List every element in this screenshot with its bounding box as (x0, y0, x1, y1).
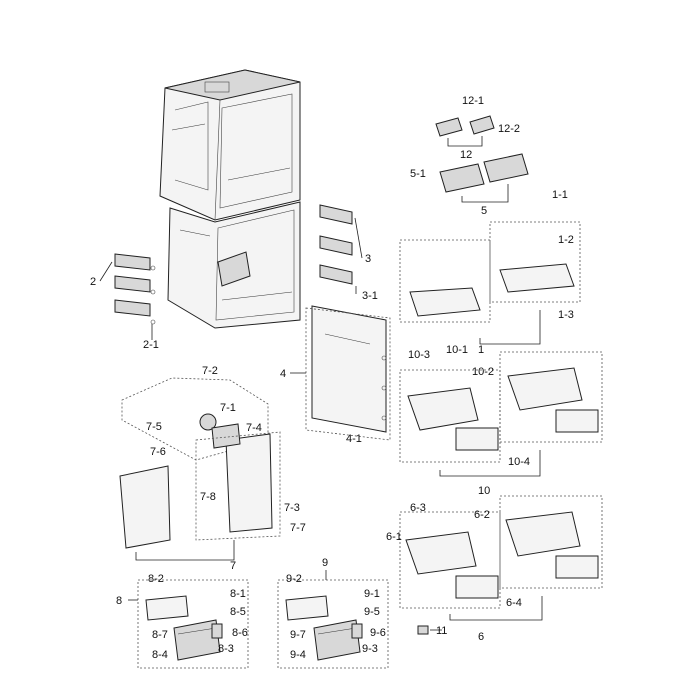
callout-2-1: 2-1 (143, 339, 159, 351)
callout-7-3: 7-3 (284, 502, 300, 514)
part-11 (417, 625, 442, 635)
callout-10-4: 10-4 (508, 456, 530, 468)
assembly-7 (119, 377, 281, 561)
callout-4: 4 (280, 368, 286, 380)
callout-7-2: 7-2 (202, 365, 218, 377)
rail-set-3 (319, 204, 363, 294)
callout-8: 8 (116, 595, 122, 607)
rail-set-2 (99, 253, 156, 340)
callout-9-7: 9-7 (290, 629, 306, 641)
callout-12-2: 12-2 (498, 123, 520, 135)
callout-7-6: 7-6 (150, 446, 166, 458)
callout-6-1: 6-1 (386, 531, 402, 543)
callout-1: 1 (478, 344, 484, 356)
callout-9-1: 9-1 (364, 588, 380, 600)
callout-7-1: 7-1 (220, 402, 236, 414)
callout-6-4: 6-4 (506, 597, 522, 609)
drawer-group-6 (399, 495, 603, 621)
callout-5: 5 (481, 205, 487, 217)
callout-8-2: 8-2 (148, 573, 164, 585)
callout-9-5: 9-5 (364, 606, 380, 618)
callout-1-2: 1-2 (558, 234, 574, 246)
callout-8-7: 8-7 (152, 629, 168, 641)
callout-8-3: 8-3 (218, 643, 234, 655)
shelf-group-12-5 (435, 115, 529, 203)
callout-12-1: 12-1 (462, 95, 484, 107)
box-9 (277, 570, 389, 669)
callout-labels: 12-1 12-2 12 5-1 5 1-1 1-2 1-3 1 2 2-1 3… (90, 95, 574, 661)
callout-7-5: 7-5 (146, 421, 162, 433)
callout-5-1: 5-1 (410, 168, 426, 180)
callout-6: 6 (478, 631, 484, 643)
drawer-group-10 (399, 351, 603, 477)
callout-8-1: 8-1 (230, 588, 246, 600)
callout-10-1: 10-1 (446, 344, 468, 356)
callout-3-1: 3-1 (362, 290, 378, 302)
callout-9: 9 (322, 557, 328, 569)
callout-7: 7 (230, 560, 236, 572)
callout-9-3: 9-3 (362, 643, 378, 655)
callout-8-6: 8-6 (232, 627, 248, 639)
callout-4-1: 4-1 (346, 433, 362, 445)
callout-8-5: 8-5 (230, 606, 246, 618)
callout-10: 10 (478, 485, 490, 497)
callout-2: 2 (90, 276, 96, 288)
callout-9-6: 9-6 (370, 627, 386, 639)
shelf-box-1 (399, 221, 581, 345)
callout-7-8: 7-8 (200, 491, 216, 503)
callout-1-1: 1-1 (552, 189, 568, 201)
callout-11: 11 (436, 625, 447, 637)
callout-6-2: 6-2 (474, 509, 490, 521)
callout-9-2: 9-2 (286, 573, 302, 585)
callout-10-3: 10-3 (408, 349, 430, 361)
callout-1-3: 1-3 (558, 309, 574, 321)
panel-4 (290, 305, 391, 441)
callout-7-7: 7-7 (290, 522, 306, 534)
cabinet-assembly (159, 69, 301, 329)
callout-9-4: 9-4 (290, 649, 306, 661)
callout-3: 3 (365, 253, 371, 265)
callout-10-2: 10-2 (472, 366, 494, 378)
box-8 (128, 579, 249, 669)
callout-8-4: 8-4 (152, 649, 168, 661)
callout-7-4: 7-4 (246, 422, 262, 434)
callout-6-3: 6-3 (410, 502, 426, 514)
callout-12: 12 (460, 149, 472, 161)
